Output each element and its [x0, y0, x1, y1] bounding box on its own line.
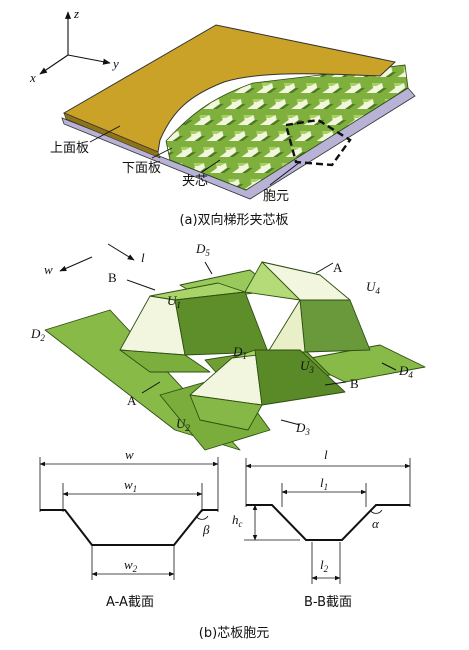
axis-z-label: z	[73, 6, 79, 21]
cut-label-b-bottom: B	[350, 376, 359, 391]
cut-label-b-top: B	[108, 270, 117, 285]
cut-label-a-top: A	[333, 260, 343, 275]
face-u1: U1	[167, 293, 181, 310]
label-core: 夹芯	[182, 174, 208, 189]
core-region	[165, 64, 409, 191]
face-labels: U1 U2 U3 U4 D1 D2 D3 D4 D5	[30, 241, 413, 437]
dim-hc: hc	[232, 512, 243, 529]
dim-l: l	[324, 447, 328, 462]
axis-triad	[39, 11, 111, 75]
dim-l1: l1	[320, 475, 328, 492]
dim-w: w	[125, 447, 134, 462]
dim-w1: w1	[124, 477, 137, 494]
dir-w-label: w	[44, 262, 53, 277]
angle-alpha: α	[372, 516, 380, 531]
face-d1: D1	[232, 344, 247, 361]
label-bottom-face: 下面板	[122, 161, 161, 176]
dim-l2: l2	[320, 557, 329, 574]
top-face-sheet	[62, 24, 397, 153]
axis-y-label: y	[111, 56, 119, 71]
dim-w2: w2	[124, 557, 138, 574]
unit-cell-3d	[44, 261, 426, 451]
cut-label-a-bottom: A	[127, 393, 137, 408]
face-d4: D4	[398, 363, 413, 380]
face-u3: U3	[300, 358, 314, 375]
unit-cell-marker	[284, 118, 352, 167]
panel-b: w l U1	[30, 241, 426, 641]
angle-beta: β	[202, 522, 210, 537]
face-u2: U2	[176, 416, 190, 433]
label-cell: 胞元	[263, 189, 289, 204]
dir-l-label: l	[141, 250, 145, 265]
face-d5: D5	[195, 241, 210, 258]
section-bb-title: B-B截面	[304, 595, 352, 610]
caption-b: (b)芯板胞元	[199, 626, 269, 641]
face-d3: D3	[295, 420, 310, 437]
section-aa-title: A-A截面	[106, 595, 154, 610]
face-u4: U4	[366, 279, 380, 296]
section-aa: w w1 w2 β A-A截面	[39, 447, 219, 610]
w-direction-arrow	[59, 256, 93, 272]
panel-a: z y x 上面板 下面板 夹芯 胞元 (a)双向梯形夹芯板	[29, 6, 416, 228]
section-bb: l l1 l2 α hc B-B截面	[232, 447, 411, 610]
caption-a: (a)双向梯形夹芯板	[179, 212, 288, 228]
axis-x-label: x	[29, 70, 36, 85]
l-direction-arrow	[107, 243, 135, 261]
face-d2: D2	[30, 326, 45, 343]
label-top-face: 上面板	[50, 141, 89, 156]
